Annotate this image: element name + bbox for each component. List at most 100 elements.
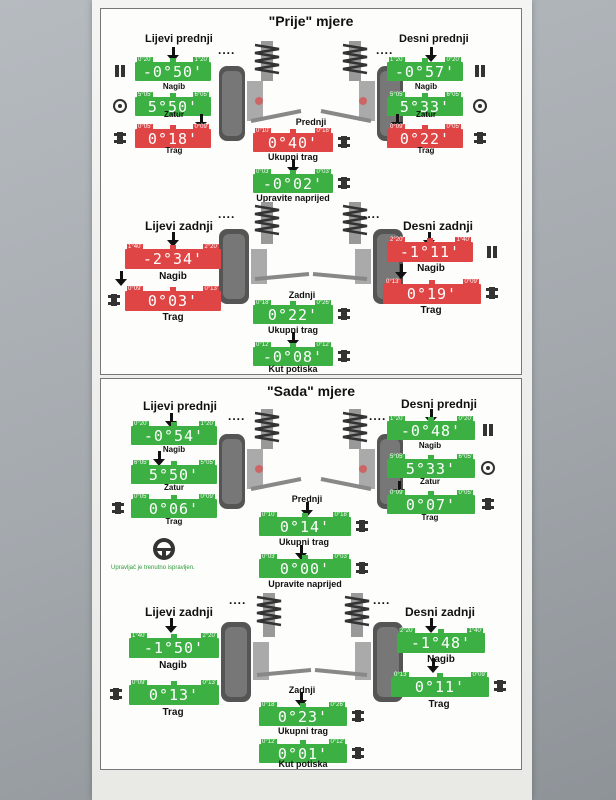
car-top-icon xyxy=(356,520,368,532)
steering-note: Upravljač je trenutno ispravljen. xyxy=(111,565,195,571)
rl-toe-gauge: 0°09'0°13'0°13' xyxy=(129,680,219,705)
wheel-angle-icon xyxy=(115,65,125,77)
rr-camber-gauge: 2°20'1°40'-1°11' xyxy=(387,237,473,262)
front-setback-gauge: 0°03'0°03'0°00' xyxy=(259,554,351,578)
rl-camber-gauge: 1°40'2°20'-2°34' xyxy=(125,244,221,269)
camber-label: Nagib xyxy=(427,654,455,665)
setback-label: Upravite naprijed xyxy=(268,579,342,589)
dots: .... xyxy=(218,43,236,57)
rear-total-label: Zadnji xyxy=(288,685,316,695)
total-toe-label: Ukupni trag xyxy=(278,537,329,547)
fr-caster-gauge: 5°05'6°05'5°33' xyxy=(387,454,475,478)
rl-camber-value: -2°34' xyxy=(142,250,204,268)
front-total-toe-gauge: 0°10'0°18'0°14' xyxy=(259,512,351,536)
caster-label: Zatur xyxy=(420,477,440,486)
wheel-angle-icon xyxy=(487,246,497,258)
fl-toe-gauge: 0°05'0°09'0°06' xyxy=(131,494,217,518)
setback-label: Upravite naprijed xyxy=(256,193,330,203)
thrust-label: Kut potiska xyxy=(278,759,328,769)
rear-total-toe-gauge: 0°18'0°26'0°22' xyxy=(253,300,333,324)
rr-toe-gauge: 0°13'0°09'0°19' xyxy=(383,279,481,304)
fr-camber-value: -0°48' xyxy=(400,422,462,440)
rear-right-label: Desni zadnji xyxy=(403,219,474,233)
front-total-label: Prednji xyxy=(295,117,327,127)
fr-toe-value: 0°07' xyxy=(405,496,457,514)
fr-toe-gauge: 0°09'0°05'0°22' xyxy=(387,124,463,148)
fl-camber-value: -0°54' xyxy=(143,427,205,445)
caster-label: Zatur xyxy=(164,110,184,119)
wheel-icon xyxy=(481,461,495,475)
fl-toe-gauge: 0°05'0°09'0°18' xyxy=(135,124,211,148)
rear-suspension-diagram xyxy=(221,593,403,702)
car-top-icon xyxy=(338,308,350,320)
toe-label: Trag xyxy=(428,699,450,710)
steering-wheel-icon xyxy=(153,538,175,560)
wheel-angle-icon xyxy=(483,424,493,436)
camber-label: Nagib xyxy=(417,263,445,274)
rear-right-label: Desni zadnji xyxy=(405,605,476,619)
car-top-icon xyxy=(112,502,124,514)
rear-thrust-gauge: 0°12'0°12'-0°08' xyxy=(253,342,333,366)
front-right-label: Desni prednji xyxy=(401,397,478,411)
dots: .... xyxy=(218,207,236,221)
fl-camber-value: -0°50' xyxy=(142,63,204,81)
car-top-icon xyxy=(494,680,506,692)
fr-camber-gauge: 1°20'0°20'-0°48' xyxy=(387,416,475,440)
fl-toe-value: 0°18' xyxy=(147,130,199,148)
car-top-icon xyxy=(352,747,364,759)
caster-label: Zatur xyxy=(416,110,436,119)
rr-camber-value: -1°11' xyxy=(399,243,461,261)
front-setback-gauge: 0°03'0°03'-0°02' xyxy=(253,169,333,193)
fr-caster-value: 5°33' xyxy=(405,460,457,478)
rr-toe-value: 0°19' xyxy=(406,285,458,303)
fr-camber-gauge: 1°20'0°20'-0°57' xyxy=(387,57,463,81)
toe-label: Trag xyxy=(420,305,442,316)
rear-thrust-gauge: 0°12'0°12'0°01' xyxy=(259,739,347,763)
fr-caster-value: 5°33' xyxy=(399,98,451,116)
toe-label: Trag xyxy=(417,146,435,155)
toe-label: Trag xyxy=(162,707,184,718)
caster-label: Zatur xyxy=(164,483,184,492)
total-toe-label: Ukupni trag xyxy=(277,726,328,736)
rr-toe-gauge: 0°13'0°09'0°11' xyxy=(391,672,489,697)
front-suspension-diagram xyxy=(219,409,403,509)
rear-total-label: Zadnji xyxy=(288,290,316,300)
front-left-label: Lijevi prednji xyxy=(143,399,218,413)
rear-left-label: Lijevi zadnji xyxy=(145,605,214,619)
rl-toe-gauge: 0°09'0°13'0°03' xyxy=(125,286,221,311)
toe-label: Trag xyxy=(421,513,439,522)
front-right-label: Desni prednji xyxy=(399,33,469,45)
fl-camber-gauge: 0°20'1°20'-0°50' xyxy=(135,57,211,81)
car-top-icon xyxy=(338,177,350,189)
rl-camber-gauge: 1°40'2°20'-1°50' xyxy=(129,633,219,658)
camber-label: Nagib xyxy=(159,660,187,671)
car-top-icon xyxy=(110,688,122,700)
toe-label: Trag xyxy=(165,517,183,526)
rr-camber-gauge: 2°20'1°40'-1°48' xyxy=(397,628,485,653)
car-top-icon xyxy=(474,132,486,144)
wheel-icon xyxy=(113,99,127,113)
rear-left-label: Lijevi zadnji xyxy=(145,219,214,233)
car-top-icon xyxy=(356,562,368,574)
front-total-label: Prednji xyxy=(291,494,323,504)
dots: .... xyxy=(229,593,247,607)
wheel-angle-icon xyxy=(475,65,485,77)
dots: .... xyxy=(376,43,394,57)
before-title: "Prije" mjere xyxy=(268,13,354,29)
car-top-icon xyxy=(486,287,498,299)
fl-caster-gauge: 6°05'5°05'5°50' xyxy=(131,460,217,484)
camber-label: Nagib xyxy=(418,441,442,450)
fr-camber-value: -0°57' xyxy=(394,63,456,81)
toe-label: Trag xyxy=(162,312,184,323)
dots: .... xyxy=(363,207,381,221)
car-top-icon xyxy=(338,136,350,148)
car-top-icon xyxy=(338,350,350,362)
fr-toe-value: 0°22' xyxy=(399,130,451,148)
fl-camber-gauge: 0°20'1°20'-0°54' xyxy=(131,421,217,445)
rear-total-toe-value: 0°22' xyxy=(267,306,319,324)
front-setback-value: 0°00' xyxy=(279,560,331,578)
car-top-icon xyxy=(114,132,126,144)
rl-toe-value: 0°03' xyxy=(147,292,199,310)
camber-label: Nagib xyxy=(162,445,186,454)
front-setback-value: -0°02' xyxy=(262,175,324,193)
